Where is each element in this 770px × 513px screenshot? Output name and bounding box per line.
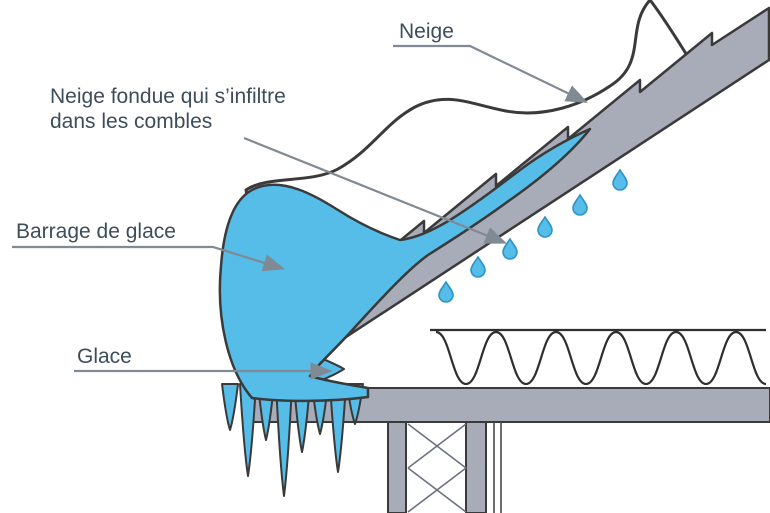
- label-ice: Glace: [77, 345, 132, 368]
- wall-stud-right: [465, 421, 487, 513]
- label-meltwater-line1: Neige fondue qui s’infiltre: [50, 85, 286, 108]
- insulation-coil: [435, 330, 767, 386]
- label-ice-dam: Barrage de glace: [16, 220, 176, 243]
- leader-line-ice-dam: [12, 245, 286, 272]
- leader-line-snow: [393, 44, 588, 103]
- wall-stud-left: [387, 421, 407, 513]
- label-snow: Neige: [399, 20, 454, 43]
- label-meltwater: Neige fondue qui s’infiltre dans les com…: [50, 84, 286, 134]
- leader-lines: [12, 44, 588, 380]
- wall-insulation-hatch: [407, 423, 467, 513]
- leader-line-meltwater: [243, 136, 508, 244]
- water-drops: [438, 168, 628, 303]
- label-meltwater-line2: dans les combles: [50, 110, 213, 133]
